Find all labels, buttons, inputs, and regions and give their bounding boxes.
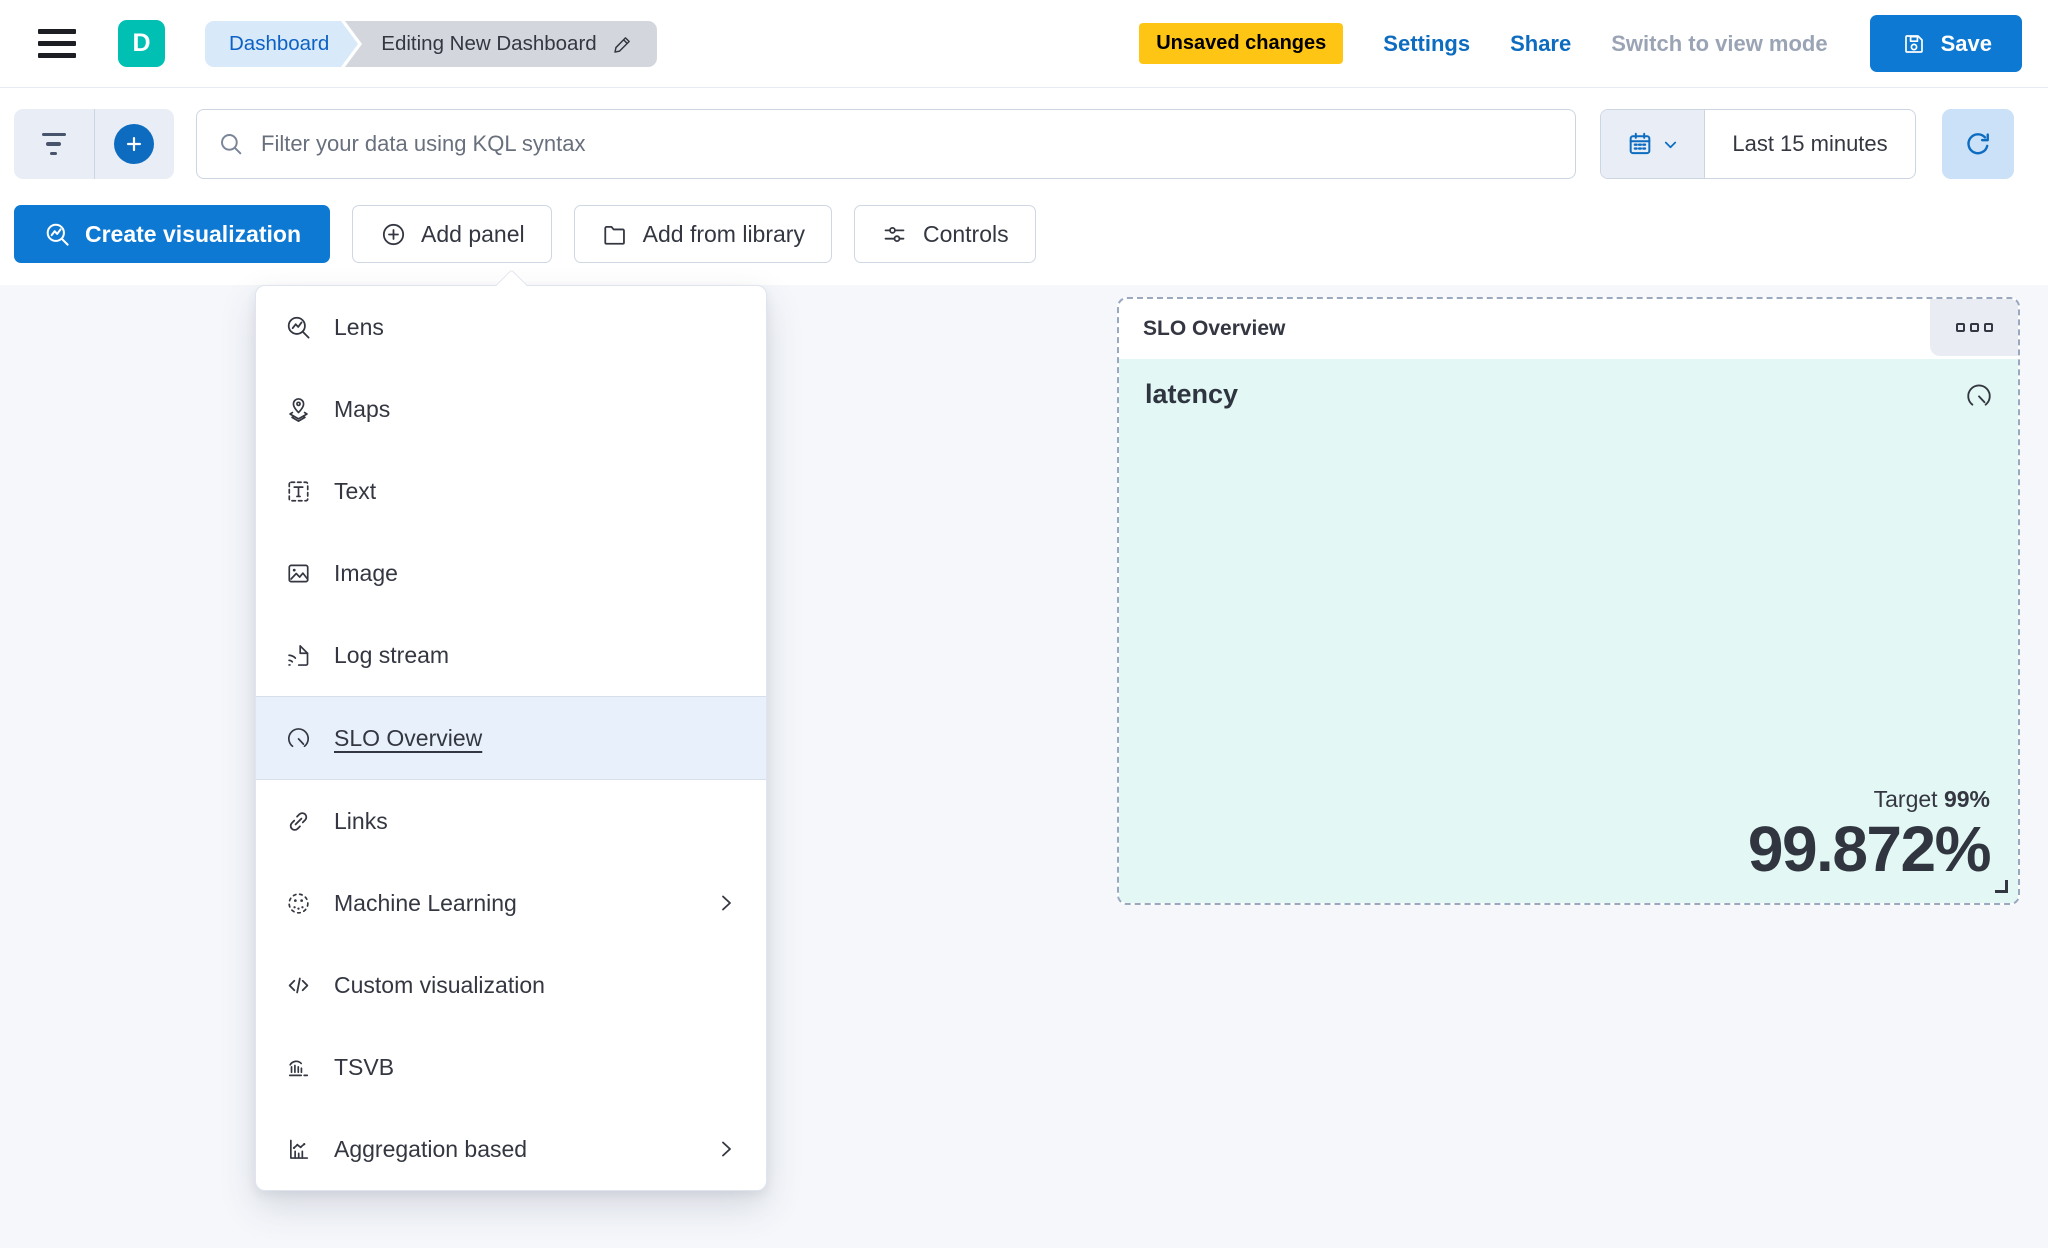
- slo-target: Target 99%: [1748, 786, 1990, 813]
- menu-item-tsvb[interactable]: TSVB: [256, 1026, 766, 1108]
- menu-item-aggregation-based[interactable]: Aggregation based: [256, 1108, 766, 1190]
- panel-resize-handle[interactable]: [1995, 880, 2008, 893]
- menu-item-label: Machine Learning: [334, 889, 517, 916]
- menu-divider: [256, 696, 766, 697]
- top-header-bar: D Dashboard Editing New Dashboard Unsave…: [0, 0, 2048, 88]
- save-button[interactable]: Save: [1869, 15, 2022, 72]
- menu-item-custom-visualization[interactable]: Custom visualization: [256, 944, 766, 1026]
- add-from-library-label: Add from library: [642, 220, 805, 247]
- folder-icon: [601, 220, 629, 248]
- chevron-down-icon: [1661, 135, 1680, 154]
- time-range-control: Last 15 minutes: [1600, 109, 1916, 179]
- breadcrumb: Dashboard Editing New Dashboard: [205, 20, 657, 67]
- add-filter-button[interactable]: [93, 109, 175, 179]
- chevron-right-icon: [714, 891, 738, 915]
- text-icon: [284, 477, 312, 505]
- create-visualization-button[interactable]: Create visualization: [14, 205, 331, 263]
- menu-divider: [256, 779, 766, 780]
- calendar-icon: [1626, 130, 1654, 158]
- code-icon: [284, 971, 312, 999]
- menu-item-log-stream[interactable]: Log stream: [256, 614, 766, 696]
- plus-in-circle-icon: [379, 220, 407, 248]
- breadcrumb-current-label: Editing New Dashboard: [381, 31, 597, 55]
- add-panel-button[interactable]: Add panel: [352, 205, 552, 263]
- menu-item-slo-overview[interactable]: SLO Overview: [256, 697, 766, 779]
- date-picker-button[interactable]: [1601, 110, 1705, 178]
- slo-observed-value: 99.872%: [1747, 813, 1992, 886]
- menu-item-text[interactable]: Text: [256, 450, 766, 532]
- kql-search-input[interactable]: [261, 131, 1555, 157]
- filter-icon: [41, 132, 66, 156]
- save-disk-icon: [1900, 30, 1928, 58]
- controls-label: Controls: [922, 220, 1009, 247]
- add-panel-menu: Lens Maps: [255, 269, 767, 1191]
- menu-item-lens[interactable]: Lens: [256, 286, 766, 368]
- menu-item-label: Links: [334, 807, 388, 834]
- gauge-icon: [1964, 381, 1994, 411]
- tsvb-icon: [284, 1053, 312, 1081]
- menu-item-label: Text: [334, 477, 377, 504]
- save-button-label: Save: [1940, 30, 1992, 56]
- query-bar: Last 15 minutes: [0, 89, 2048, 199]
- pencil-icon[interactable]: [609, 30, 637, 58]
- menu-item-label: TSVB: [334, 1053, 395, 1080]
- menu-item-label: Log stream: [334, 641, 450, 668]
- menu-item-label: SLO Overview: [334, 724, 483, 751]
- add-from-library-button[interactable]: Add from library: [573, 205, 832, 263]
- panel-options-button[interactable]: [1930, 299, 2018, 356]
- time-range-value[interactable]: Last 15 minutes: [1732, 131, 1888, 156]
- lens-icon: [284, 313, 312, 341]
- filter-controls-group: [14, 109, 174, 179]
- sliders-icon: [881, 220, 909, 248]
- unsaved-changes-badge: Unsaved changes: [1139, 23, 1344, 64]
- menu-item-label: Custom visualization: [334, 971, 545, 998]
- panel-header: SLO Overview: [1119, 299, 2018, 359]
- boxes-horizontal-icon: [1955, 323, 1965, 332]
- refresh-button[interactable]: [1942, 109, 2014, 179]
- breadcrumb-dashboard[interactable]: Dashboard: [205, 20, 359, 67]
- controls-button[interactable]: Controls: [853, 205, 1036, 263]
- create-visualization-label: Create visualization: [85, 220, 302, 247]
- chevron-right-icon: [714, 1137, 738, 1161]
- add-panel-menu-list: Lens Maps: [256, 286, 766, 1190]
- target-label: Target: [1873, 786, 1938, 813]
- switch-to-view-mode-link[interactable]: Switch to view mode: [1611, 30, 1828, 56]
- slo-metric: Target 99% 99.872%: [1747, 786, 1992, 886]
- menu-item-maps[interactable]: Maps: [256, 368, 766, 450]
- menu-item-links[interactable]: Links: [256, 780, 766, 862]
- filter-menu-button[interactable]: [14, 109, 94, 179]
- maps-icon: [284, 395, 312, 423]
- hamburger-menu-icon[interactable]: [38, 29, 76, 58]
- aggregation-icon: [284, 1135, 312, 1163]
- breadcrumb-current-page[interactable]: Editing New Dashboard: [345, 20, 657, 67]
- refresh-icon: [1962, 128, 1994, 160]
- menu-item-label: Lens: [334, 313, 384, 340]
- menu-item-label: Aggregation based: [334, 1135, 528, 1162]
- menu-item-label: Maps: [334, 395, 391, 422]
- menu-item-machine-learning[interactable]: Machine Learning: [256, 862, 766, 944]
- links-icon: [284, 807, 312, 835]
- menu-item-label: Image: [334, 559, 398, 586]
- slo-gauge-icon: [284, 724, 312, 752]
- settings-link[interactable]: Settings: [1383, 30, 1471, 56]
- lens-icon: [43, 220, 71, 248]
- machine-learning-icon: [284, 889, 312, 917]
- target-value: 99%: [1943, 786, 1990, 813]
- share-link[interactable]: Share: [1510, 30, 1572, 56]
- slo-name: latency: [1145, 379, 1239, 409]
- search-icon: [217, 130, 245, 158]
- image-icon: [284, 559, 312, 587]
- slo-overview-panel[interactable]: SLO Overview latency Target 99% 99.872%: [1117, 297, 2020, 905]
- menu-item-image[interactable]: Image: [256, 532, 766, 614]
- kql-search-box: [196, 109, 1576, 179]
- add-panel-label: Add panel: [421, 220, 525, 247]
- log-stream-icon: [284, 641, 312, 669]
- panel-title: SLO Overview: [1143, 317, 1286, 340]
- slo-panel-body: latency Target 99% 99.872%: [1119, 359, 2018, 903]
- dashboard-toolbar: Create visualization Add panel Add from …: [0, 199, 2048, 285]
- plus-circle-icon: [114, 124, 155, 164]
- app-logo[interactable]: D: [118, 20, 165, 67]
